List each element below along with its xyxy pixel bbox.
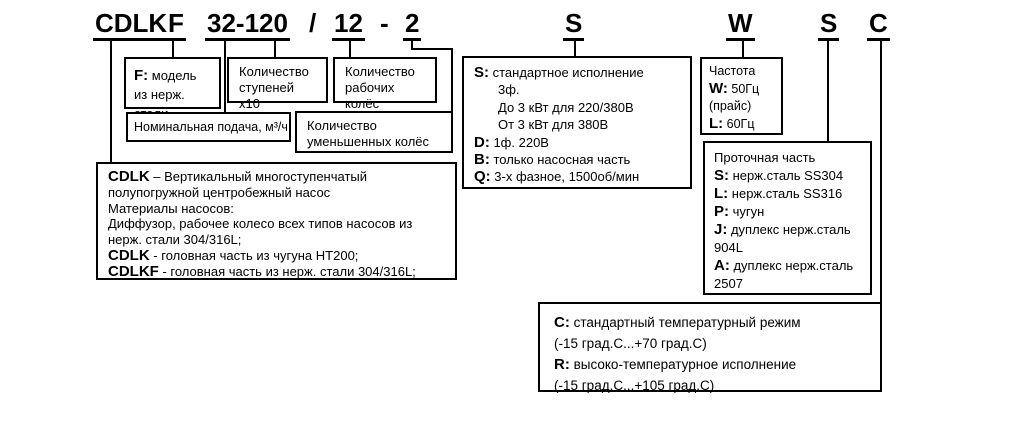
temperature-option-r: R: высоко-температурное исполнение (554, 356, 797, 373)
wetted-option-j: J: дуплекс нерж.сталь (714, 221, 851, 238)
connector-impellers-line (349, 41, 351, 57)
power-options-box: S: стандартное исполнение 3ф. До 3 кВт д… (462, 56, 692, 189)
frequency-option-w: W: 50Гц (709, 80, 760, 97)
connector-reduced-line-h (411, 48, 453, 50)
wetted-option-p: P: чугун (714, 203, 765, 220)
wetted-option-a-grade: 2507 (714, 276, 743, 291)
series-key-cdlk2: CDLK (108, 246, 150, 264)
impellers-label: Количество рабочих колёс (345, 64, 415, 111)
stages-label: Количество ступеней x10 (239, 64, 309, 111)
nominal-flow-box: Номинальная подача, м³/ч (126, 112, 291, 142)
wetted-option-a: A: дуплекс нерж.сталь (714, 257, 854, 274)
wetted-option-l: L: нерж.сталь SS316 (714, 185, 843, 202)
connector-reduced-line-v1 (411, 41, 413, 50)
series-materials-heading: Материалы насосов: (108, 200, 234, 216)
series-cdlk-head-line: CDLK - головная часть из чугуна HT200; (108, 246, 359, 264)
frequency-box: Частота W: 50Гц (прайс) L: 60Гц (700, 57, 783, 135)
stages-box: Количество ступеней x10 (227, 57, 328, 111)
code-segment-reduced: 2 (403, 8, 422, 41)
connector-series-line (110, 41, 112, 162)
code-separator-slash: / (309, 8, 317, 38)
series-key-cdlkf: CDLKF (108, 262, 159, 280)
code-segment-series: CDLK (93, 8, 170, 41)
code-segment-temp: C (867, 8, 890, 41)
code-segment-flow-head: 32-120 (205, 8, 290, 41)
frequency-title: Частота (709, 64, 756, 78)
material-f-key: F: (134, 67, 149, 84)
power-option-b: B: только насосная часть (474, 151, 631, 169)
connector-power-line (574, 41, 576, 56)
power-option-q: Q: 3-х фазное, 1500об/мин (474, 168, 640, 186)
wetted-option-j-grade: 904L (714, 240, 743, 255)
temperature-box: C: стандартный температурный режим (-15 … (538, 302, 882, 393)
code-segment-wetted: S (818, 8, 840, 41)
power-option-s-note2: До 3 кВт для 220/380В (498, 99, 634, 115)
code-segment-frequency: W (726, 8, 755, 41)
connector-wetted-line (827, 41, 829, 141)
temperature-option-r-range: (-15 град.C...+105 град.C) (554, 378, 715, 393)
wetted-title: Проточная часть (714, 150, 816, 165)
connector-material-line (172, 41, 174, 57)
code-segment-impellers: 12 (332, 8, 365, 41)
wetted-parts-box: Проточная часть S: нерж.сталь SS304 L: н… (703, 141, 872, 295)
code-separator-dash: - (380, 8, 389, 38)
series-description-line1: CDLK – Вертикальный многоступенчатый пол… (108, 168, 368, 200)
power-option-d: D: 1ф. 220В (474, 133, 549, 151)
material-f-box: F: модель из нерж. стали (124, 57, 221, 121)
reduced-impellers-label: Количество уменьшенных колёс (307, 118, 430, 149)
wetted-option-s: S: нерж.сталь SS304 (714, 167, 844, 184)
impellers-box: Количество рабочих колёс (333, 57, 437, 111)
temperature-option-c: C: стандартный температурный режим (554, 314, 801, 331)
code-segment-material: F (166, 8, 186, 41)
power-option-s-note1: 3ф. (498, 82, 520, 98)
code-segment-power: S (563, 8, 585, 41)
nominal-flow-label: Номинальная подача, м³/ч (134, 120, 288, 134)
power-option-s: S: стандартное исполнение (474, 64, 644, 81)
connector-flow-line (224, 41, 226, 113)
series-description-box: CDLK – Вертикальный многоступенчатый пол… (96, 162, 457, 280)
connector-reduced-line-v2 (451, 48, 453, 112)
frequency-option-l: L: 60Гц (709, 115, 755, 132)
series-diffuser-line: Диффузор, рабочее колесо всех типов насо… (108, 216, 413, 248)
power-option-s-note3: От 3 кВт для 380В (498, 117, 609, 133)
connector-frequency-line (742, 41, 744, 57)
frequency-price-note: (прайс) (709, 99, 752, 113)
temperature-option-c-range: (-15 град.C...+70 град.C) (554, 336, 707, 351)
series-key-cdlk: CDLK (108, 168, 150, 185)
connector-temp-line (880, 41, 882, 302)
reduced-impellers-box: Количество уменьшенных колёс (295, 111, 453, 153)
series-cdlkf-head-line: CDLKF - головная часть из нерж. стали 30… (108, 262, 416, 280)
connector-stages-line (274, 41, 276, 57)
